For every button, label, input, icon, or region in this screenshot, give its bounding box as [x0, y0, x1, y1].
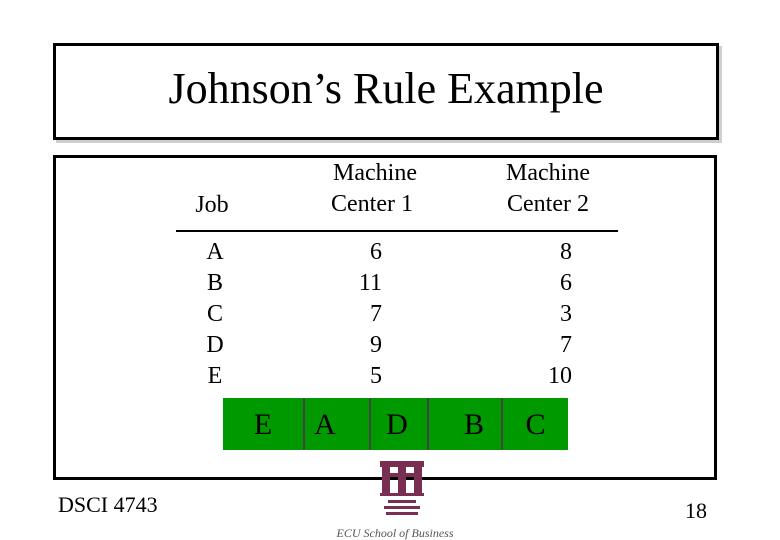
job-cell: C	[206, 301, 223, 327]
sequence-divider	[427, 398, 429, 450]
sequence-cell: E	[253, 408, 273, 441]
logo-caption: ECU School of Business	[336, 526, 454, 540]
mc1-cell: 7	[370, 301, 382, 327]
mc2-cell: 6	[560, 270, 572, 296]
university-logo	[376, 459, 428, 521]
job-header: Job	[195, 192, 229, 218]
sequence-divider	[303, 398, 305, 450]
mc2-header-line2: Center 2	[507, 191, 589, 217]
mc2-header-line1: Machine	[506, 160, 590, 186]
mc1-header-line1: Machine	[333, 160, 417, 186]
ecu-logo-icon	[380, 461, 424, 515]
sequence-bar: E A D B C	[223, 398, 568, 450]
sequence-cell: A	[314, 408, 336, 441]
job-cell: A	[206, 239, 224, 265]
mc2-cell: 3	[560, 301, 572, 327]
job-cell: E	[207, 363, 223, 389]
sequence-divider	[501, 398, 503, 450]
mc1-cell: 11	[358, 270, 382, 296]
mc2-cell: 8	[560, 239, 572, 265]
mc1-header-line2: Center 1	[331, 191, 413, 217]
job-column: A B C D E	[190, 237, 240, 392]
title-box: Johnson’s Rule Example	[53, 43, 719, 140]
course-code: DSCI 4743	[58, 492, 158, 517]
job-cell: D	[206, 332, 224, 358]
mc2-cell: 10	[548, 363, 572, 389]
slide-title: Johnson’s Rule Example	[168, 64, 604, 113]
mc1-column: 6 11 7 9 5	[330, 237, 382, 392]
header-rule	[176, 230, 618, 232]
job-cell: B	[206, 270, 223, 296]
page-number: 18	[685, 498, 707, 523]
mc1-cell: 5	[370, 363, 382, 389]
mc1-cell: 9	[370, 332, 382, 358]
sequence-cell: B	[463, 408, 484, 441]
mc2-cell: 7	[560, 332, 572, 358]
mc2-column: 8 6 3 7 10	[520, 237, 572, 392]
sequence-cell: D	[386, 408, 408, 441]
sequence-divider	[369, 398, 371, 450]
sequence-cell: C	[525, 408, 546, 441]
mc1-cell: 6	[370, 239, 382, 265]
